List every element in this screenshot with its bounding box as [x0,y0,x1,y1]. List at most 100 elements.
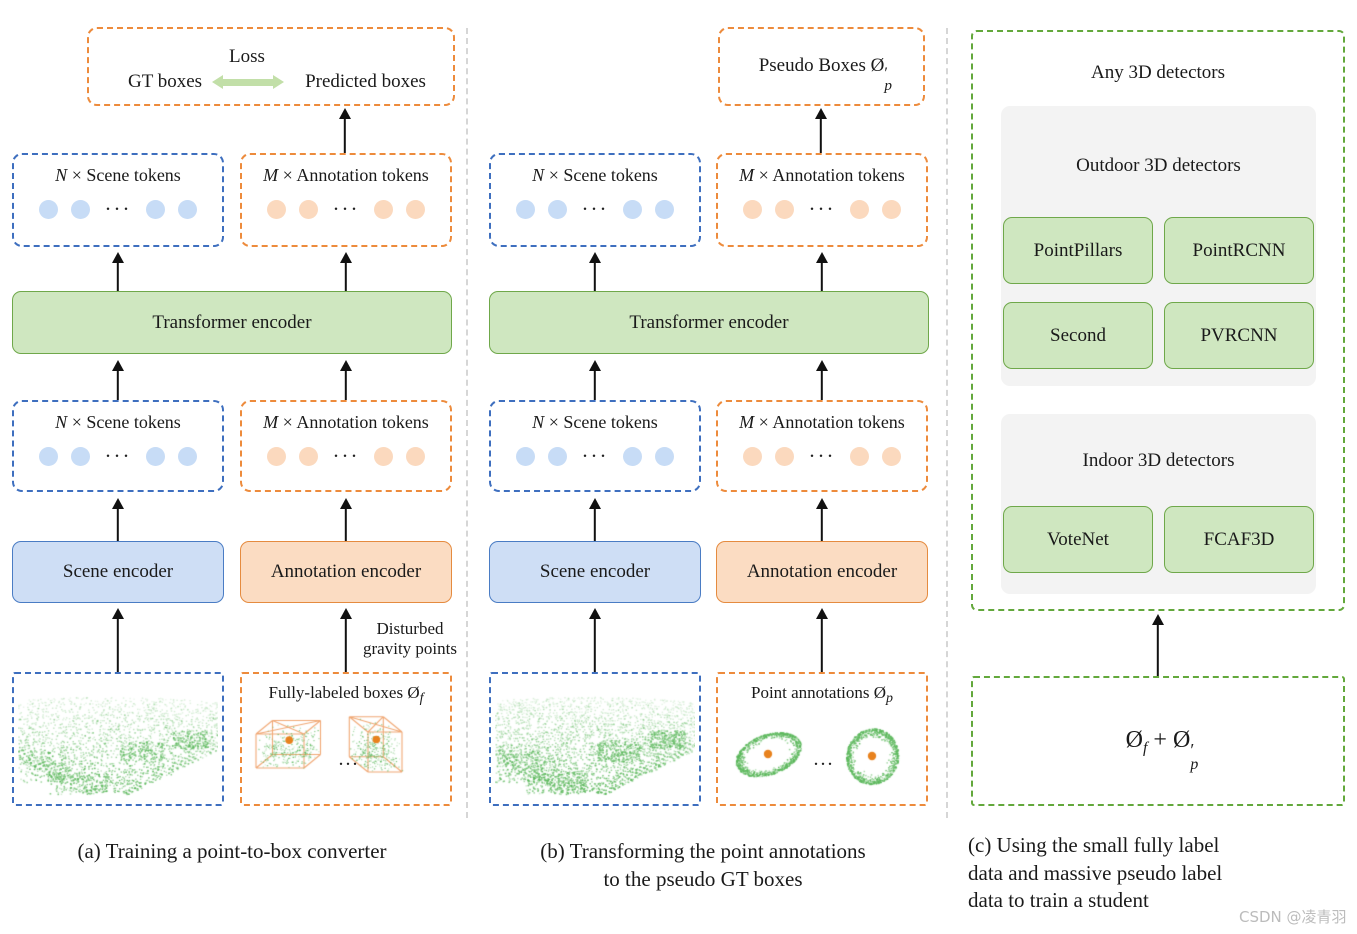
annotation-tokens-top-a-label: M × Annotation tokens [263,165,429,185]
phi-p-sub: p [1190,756,1199,773]
panel-divider-bc [946,28,948,818]
detector-fcaf3d[interactable]: FCAF3D [1164,506,1314,573]
detector-pvrcnn[interactable]: PVRCNN [1164,302,1314,369]
detector-pointpillars[interactable]: PointPillars [1003,217,1153,284]
arrow-annotation-tokens-to-transformer-b [814,360,830,400]
outdoor-detectors-title: Outdoor 3D detectors [1076,155,1241,176]
annotation-tokens-top-b-label: M × Annotation tokens [739,165,905,185]
detector-votenet[interactable]: VoteNet [1003,506,1153,573]
phi-f-sub: f [1143,739,1148,757]
caption-b-line1: (b) Transforming the point annotations [540,839,866,863]
token-dot [882,200,902,219]
token-dot [374,200,394,219]
token-dot [623,447,643,466]
arrow-annotation-encoder-to-tokens-b [814,498,830,542]
arrow-scene-encoder-to-tokens-a [110,498,126,542]
annotation-tokens-bottom-a-label: M × Annotation tokens [263,412,429,432]
token-dot [38,447,58,466]
scene-encoder-a: Scene encoder [12,541,224,603]
fully-labeled-boxes-ellipsis: ... [338,748,360,770]
scene-token-dots: ··· [515,444,675,469]
scene-tokens-bottom-a-label: N × Scene tokens [55,412,181,432]
training-data-box-c [971,676,1345,806]
loss-box [87,27,455,106]
token-dot [406,447,426,466]
detector-second[interactable]: Second [1003,302,1153,369]
caption-c-line1: (c) Using the small fully label [968,833,1220,857]
caption-c-line2: data and massive pseudo label [968,860,1223,885]
token-dot [298,200,318,219]
token-dot [850,200,870,219]
token-ellipsis: ··· [808,444,836,468]
arrow-scene-tokens-to-transformer-b [587,360,603,400]
gt-boxes-label: GT boxes [127,71,203,92]
token-ellipsis: ··· [104,197,132,221]
arrow-scene-input-to-encoder-b [587,608,603,672]
annotation-tokens-bottom-b-label: M × Annotation tokens [739,412,905,432]
token-dot [742,447,762,466]
token-dot [266,200,286,219]
indoor-detectors-title: Indoor 3D detectors [1082,450,1235,471]
arrow-scene-encoder-to-tokens-b [587,498,603,542]
scene-tokens-bottom-b-label: N × Scene tokens [532,412,658,432]
token-dot [298,447,318,466]
token-dot [515,447,535,466]
caption-b-line2: to the pseudo GT boxes [603,866,803,891]
detector-pointrcnn[interactable]: PointRCNN [1164,217,1314,284]
caption-c: (c) Using the small fully label data and… [968,832,1346,915]
annotation-token-dots: ··· [266,197,426,222]
token-dot [655,447,675,466]
transformer-encoder-b: Transformer encoder [489,291,929,354]
token-dot [146,200,166,219]
token-dot [742,200,762,219]
scene-token-dots: ··· [515,197,675,222]
pseudo-boxes-text: Pseudo Boxes Ø [758,55,885,76]
token-dot [774,447,794,466]
arrow-transformer-to-annotation-tokens-b [814,252,830,292]
fully-labeled-boxes-sub: f [419,691,424,707]
token-dot [882,447,902,466]
token-dot [374,447,394,466]
scene-token-dots: ··· [38,444,198,469]
token-dot [406,200,426,219]
caption-a: (a) Training a point-to-box converter [77,839,387,863]
token-dot [547,200,567,219]
scene-tokens-bottom-a: N × Scene tokens ··· [12,400,224,492]
annotation-encoder-a: Annotation encoder [240,541,452,603]
scene-point-cloud-a [18,678,218,800]
csdn-watermark: CSDN @凌青羽 [1239,908,1347,926]
token-ellipsis: ··· [581,197,609,221]
annotation-tokens-top-a: M × Annotation tokens ··· [240,153,452,247]
scene-point-cloud-b [495,678,695,800]
pseudo-boxes-sub: p [884,77,892,94]
point-annotations-sub: p [886,691,894,707]
token-ellipsis: ··· [332,197,360,221]
scene-tokens-bottom-b: N × Scene tokens ··· [489,400,701,492]
loss-double-arrow [212,75,284,89]
token-ellipsis: ··· [104,444,132,468]
point-annotations-label: Point annotations Øp [716,683,928,708]
loss-label: Loss [229,46,265,67]
scene-token-dots: ··· [38,197,198,222]
annotation-encoder-b: Annotation encoder [716,541,928,603]
pseudo-boxes-prime: ′ [884,65,888,82]
point-annotations-ellipsis: ... [813,748,835,770]
token-dot [178,200,198,219]
disturbed-gravity-points-label: Disturbed gravity points [355,619,465,660]
scene-tokens-top-a-label: N × Scene tokens [55,165,181,185]
arrow-scene-input-to-encoder-a [110,608,126,672]
arrow-scene-tokens-to-transformer-a [110,360,126,400]
token-dot [266,447,286,466]
token-dot [515,200,535,219]
pseudo-boxes-box-b [718,27,925,106]
scene-tokens-top-b-label: N × Scene tokens [532,165,658,185]
predicted-boxes-label: Predicted boxes [305,71,426,92]
scene-tokens-top-b: N × Scene tokens ··· [489,153,701,247]
plus-symbol: + [1147,727,1173,753]
scene-encoder-b: Scene encoder [489,541,701,603]
disturbed-gravity-line2: gravity points [363,639,457,659]
token-dot [38,200,58,219]
fully-labeled-boxes-text: Fully-labeled boxes Ø [268,683,420,702]
